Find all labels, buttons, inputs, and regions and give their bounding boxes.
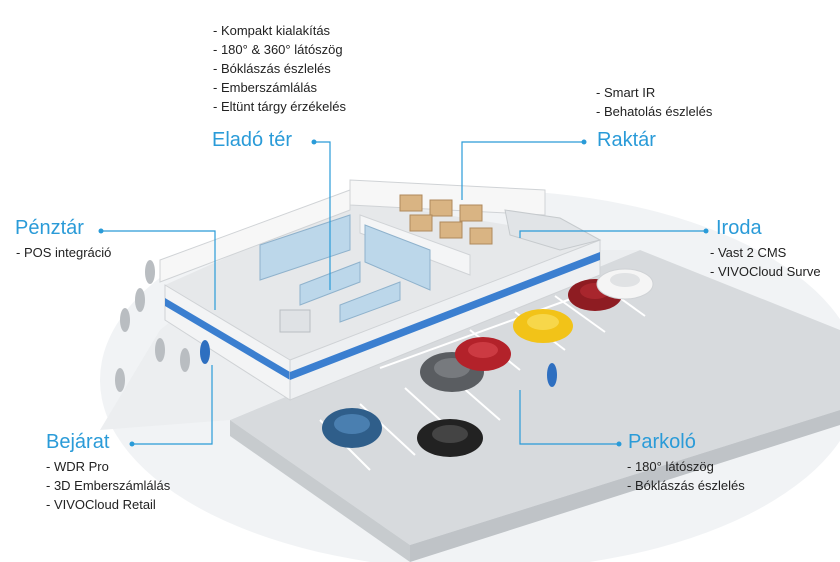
feature-item: - 180° & 360° látószög: [213, 42, 343, 57]
feature-item: - 180° látószög: [627, 459, 714, 474]
leader-penztar: [101, 230, 216, 310]
feature-item: - VIVOCloud Surve: [710, 264, 821, 279]
feature-item: - Emberszámlálás: [213, 80, 318, 95]
iroda-title: Iroda: [716, 217, 762, 239]
feature-item: - Vast 2 CMS: [710, 245, 787, 260]
parkolo-title: Parkoló: [628, 431, 696, 453]
feature-item: - 3D Emberszámlálás: [46, 478, 171, 493]
penztar-features: - POS integráció: [16, 243, 111, 262]
car-yellow: [513, 309, 573, 343]
car-black: [417, 419, 483, 457]
car-white: [596, 268, 654, 300]
feature-item: - Kompakt kialakítás: [213, 23, 331, 38]
car-red: [455, 337, 511, 371]
feature-item: - Eltünt tárgy érzékelés: [213, 99, 346, 114]
bejarat-features: - WDR Pro - 3D Emberszámlálás - VIVOClou…: [46, 457, 170, 514]
leader-parkolo: [519, 390, 619, 445]
penztar-title: Pénztár: [15, 217, 84, 239]
bejarat-title: Bejárat: [46, 431, 110, 453]
parking-lot: [230, 250, 840, 562]
feature-item: - POS integráció: [16, 245, 112, 260]
feature-item: - Smart IR: [596, 85, 656, 100]
leader-elado-ter: [314, 141, 331, 290]
store-building: [159, 179, 602, 401]
feature-item: - VIVOCloud Retail: [46, 497, 156, 512]
leader-bejarat: [132, 365, 213, 445]
feature-item: - Bóklászás észlelés: [627, 478, 745, 493]
raktar-title: Raktár: [597, 129, 656, 151]
callout-lines: [101, 141, 706, 445]
parkolo-features: - 180° látószög - Bóklászás észlelés: [627, 457, 745, 495]
car-blue: [322, 408, 382, 448]
callout-dots: [98, 139, 709, 447]
feature-item: - WDR Pro: [46, 459, 109, 474]
leader-iroda: [519, 230, 706, 238]
leader-raktar: [461, 141, 584, 200]
feature-item: - Bóklászás észlelés: [213, 61, 331, 76]
elado-ter-title: Eladó tér: [212, 129, 293, 151]
cars: [322, 268, 654, 457]
elado-ter-features: - Kompakt kialakítás - 180° & 360° látós…: [213, 21, 346, 116]
feature-item: - Behatolás észlelés: [596, 104, 713, 119]
raktar-features: - Smart IR - Behatolás észlelés: [596, 83, 712, 121]
people: [115, 260, 557, 392]
iroda-features: - Vast 2 CMS - VIVOCloud Surve: [710, 243, 821, 281]
